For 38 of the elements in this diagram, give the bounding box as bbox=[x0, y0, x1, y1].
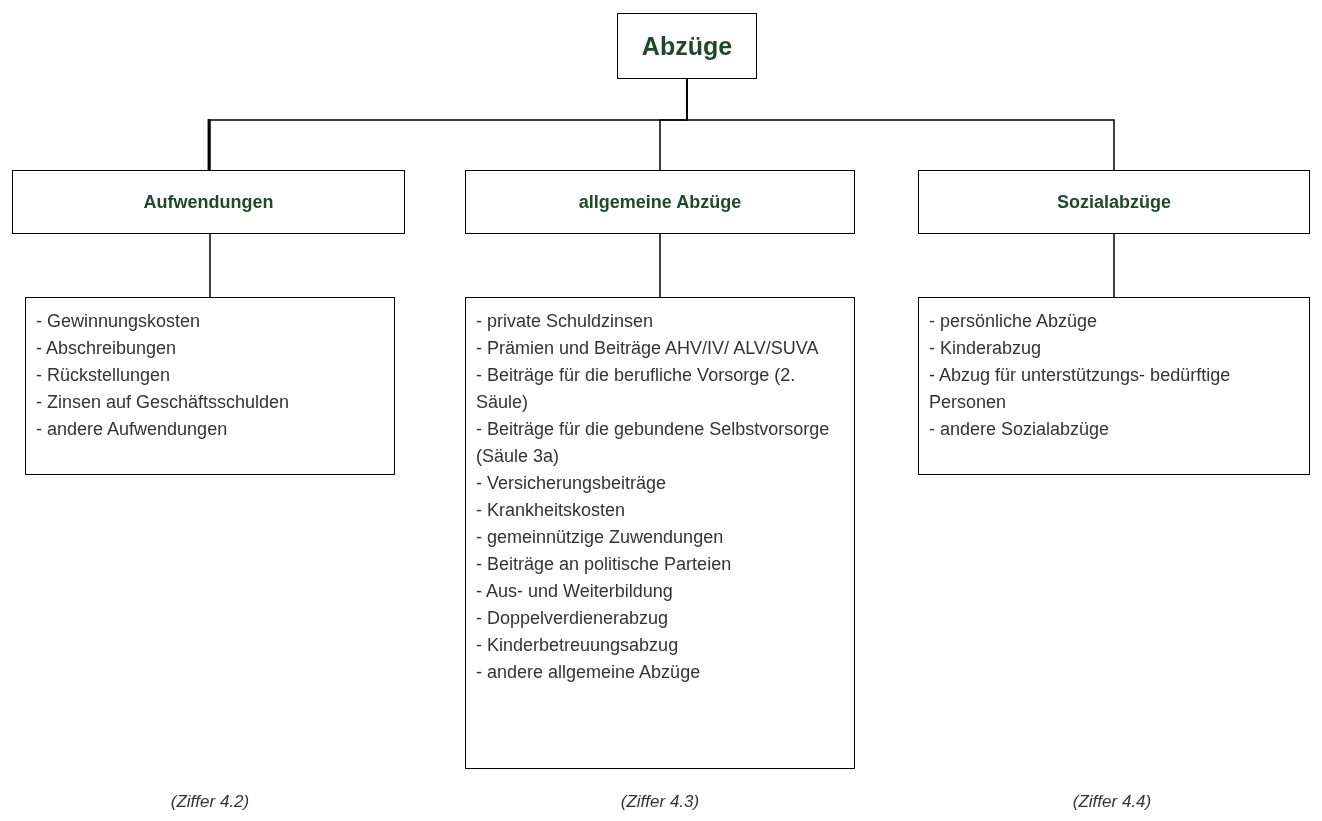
list-item: - andere Sozialabzüge bbox=[929, 418, 1111, 441]
category-box bbox=[12, 170, 405, 234]
reference-note: (Ziffer 4.2) bbox=[169, 792, 251, 812]
reference-note: (Ziffer 4.4) bbox=[1071, 792, 1153, 812]
connector-line bbox=[659, 233, 661, 298]
list-item: - Abschreibungen bbox=[36, 337, 178, 360]
list-item: - private Schuldzinsen bbox=[476, 310, 655, 333]
list-box bbox=[25, 297, 395, 475]
list-item: - Beiträge für die berufliche Vorsorge (2. Säule) bbox=[476, 364, 797, 414]
list-box bbox=[465, 297, 855, 769]
list-item: - andere allgemeine Abzüge bbox=[476, 661, 702, 684]
list-item: - Krankheitskosten bbox=[476, 499, 627, 522]
list-item: - Aus- und Weiterbildung bbox=[476, 580, 674, 603]
heading: Sozialabzüge bbox=[1057, 191, 1171, 213]
list-item: - andere Aufwendungen bbox=[36, 418, 229, 441]
category-box bbox=[465, 170, 855, 234]
heading: Aufwendungen bbox=[143, 191, 274, 213]
list-item: - persönliche Abzüge bbox=[929, 310, 1099, 333]
list-item: - Abzug für unterstützungs- bedürftige Personen bbox=[929, 364, 1232, 414]
list-item: - Prämien und Beiträge AHV/IV/ ALV/SUVA bbox=[476, 337, 820, 360]
list-item: - Doppelverdienerabzug bbox=[476, 607, 670, 630]
category-box bbox=[918, 170, 1310, 234]
reference-note: (Ziffer 4.3) bbox=[619, 792, 701, 812]
list-item: - Kinderbetreuungsabzug bbox=[476, 634, 680, 657]
connector-line bbox=[1113, 233, 1115, 298]
connector-line bbox=[686, 78, 1115, 171]
list-item: - Rückstellungen bbox=[36, 364, 172, 387]
heading: Abzüge bbox=[641, 31, 733, 61]
list-item: - Beiträge an politische Parteien bbox=[476, 553, 733, 576]
list-item: - gemeinnützige Zuwendungen bbox=[476, 526, 725, 549]
category-box bbox=[617, 13, 757, 79]
list-box bbox=[918, 297, 1310, 475]
list-item: - Kinderabzug bbox=[929, 337, 1043, 360]
list-item: - Versicherungsbeiträge bbox=[476, 472, 668, 495]
list-item: - Beiträge für die gebundene Selbstvorsorge (Säule 3a) bbox=[476, 418, 831, 468]
list-item: - Zinsen auf Geschäftsschulden bbox=[36, 391, 291, 414]
heading: allgemeine Abzüge bbox=[578, 191, 742, 213]
list-item: - Gewinnungskosten bbox=[36, 310, 202, 333]
